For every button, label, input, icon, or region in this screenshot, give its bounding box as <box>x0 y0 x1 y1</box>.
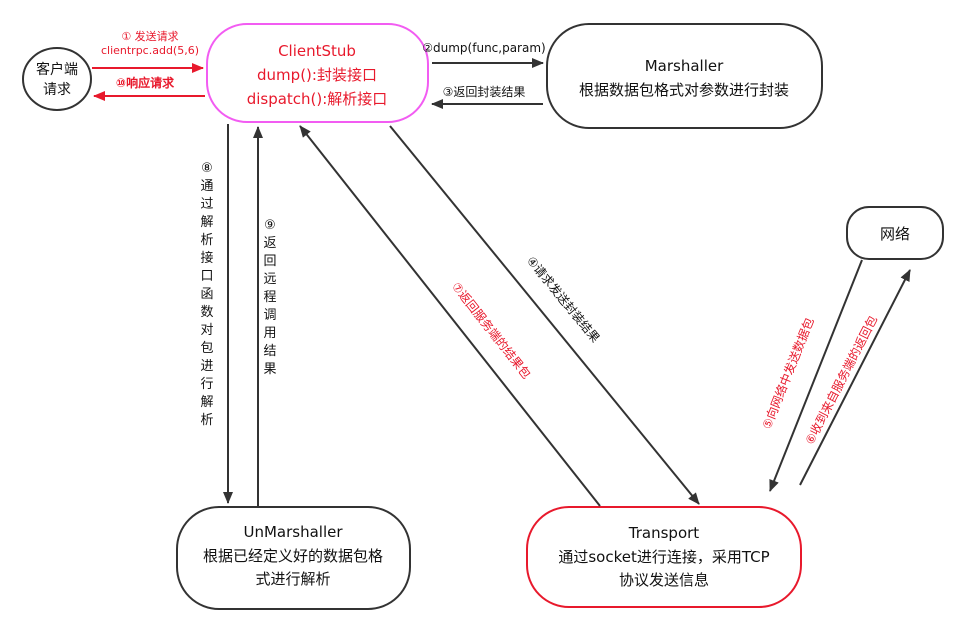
marshaller-node: Marshaller 根据数据包格式对参数进行封装 <box>546 23 823 129</box>
edge-2-dump: ②dump(func,param) <box>422 41 546 68</box>
marshaller-title: Marshaller <box>645 57 724 75</box>
edge-7-return-server-result: ⑦返回服务端的结果包 <box>299 125 601 507</box>
edge-6-arrow <box>799 269 911 486</box>
edge-10-label: ⑩响应请求 <box>116 75 175 90</box>
edge-3-return-packed: ③返回封装结果 <box>431 85 543 109</box>
client-label-line2: 请求 <box>43 82 71 98</box>
edge-1-label-line2: clientrpc.add(5,6) <box>101 44 199 57</box>
transport-node: Transport 通过socket进行连接，采用TCP 协议发送信息 <box>526 506 802 608</box>
edge-4-label: ④请求发送封装结果 <box>524 253 603 345</box>
edge-1-label-line1: ① 发送请求 <box>121 29 178 43</box>
clientstub-title: ClientStub <box>278 42 356 60</box>
clientstub-node: ClientStub dump():封装接口 dispatch():解析接口 <box>206 23 429 123</box>
client-node: 客户端 请求 <box>22 47 92 111</box>
edge-4-arrow <box>389 125 700 505</box>
marshaller-desc: 根据数据包格式对参数进行封装 <box>579 81 789 99</box>
edge-2-label: ②dump(func,param) <box>422 41 545 55</box>
transport-desc-line2: 协议发送信息 <box>619 571 709 589</box>
edge-5-label: ⑤向网络中发送数据包 <box>759 315 817 431</box>
clientstub-dispatch-label: dispatch():解析接口 <box>247 90 388 108</box>
unmarshaller-desc-line2: 式进行解析 <box>255 570 330 588</box>
edge-1-send-request: ① 发送请求 clientrpc.add(5,6) <box>92 29 204 73</box>
unmarshaller-node: UnMarshaller 根据已经定义好的数据包格 式进行解析 <box>176 506 411 610</box>
unmarshaller-title: UnMarshaller <box>243 523 343 541</box>
transport-title: Transport <box>628 524 700 542</box>
edge-3-label: ③返回封装结果 <box>443 85 526 99</box>
unmarshaller-desc-line1: 根据已经定义好的数据包格 <box>203 547 383 565</box>
network-label: 网络 <box>880 225 910 243</box>
clientstub-dump-label: dump():封装接口 <box>257 66 377 84</box>
edge-4-send-packed: ④请求发送封装结果 <box>389 125 700 505</box>
edge-7-arrow <box>299 125 601 507</box>
edge-6-receive-from-network: ⑥收到来自服务端的返回包 <box>799 269 911 486</box>
transport-desc-line1: 通过socket进行连接，采用TCP <box>558 548 769 566</box>
edge-5-arrow <box>769 259 863 492</box>
client-label-line1: 客户端 <box>36 61 78 78</box>
edge-10-respond: ⑩响应请求 <box>93 75 205 101</box>
network-node: 网络 <box>846 206 944 260</box>
